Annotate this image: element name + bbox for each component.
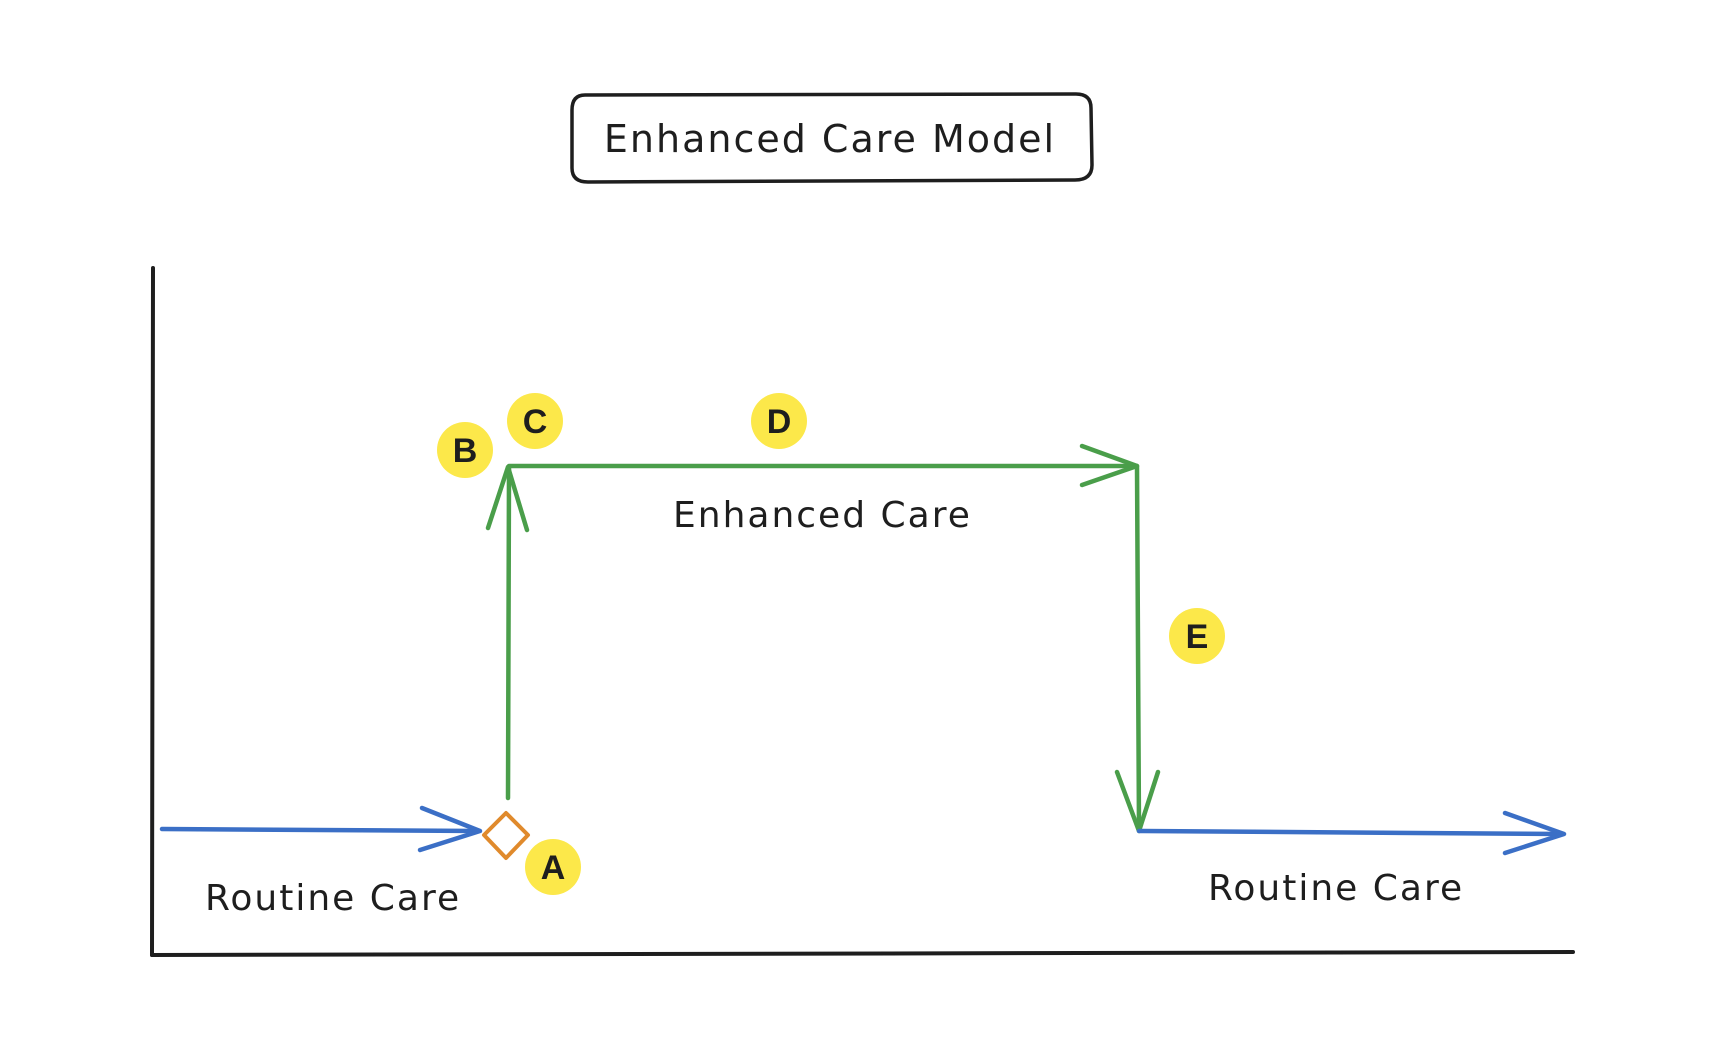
routine-care-right-label: Routine Care bbox=[1208, 868, 1464, 909]
de-escalation-arrow bbox=[1114, 463, 1161, 834]
decision-diamond bbox=[482, 811, 530, 860]
routine-care-left-arrow bbox=[159, 805, 483, 853]
x-axis bbox=[150, 950, 1575, 957]
marker-a-circle bbox=[525, 839, 581, 895]
title-box: Enhanced Care Model bbox=[570, 92, 1094, 184]
y-axis bbox=[150, 266, 155, 957]
title-box-border bbox=[570, 92, 1094, 184]
title-text: Enhanced Care Model bbox=[604, 117, 1056, 161]
escalation-arrow bbox=[485, 464, 530, 801]
marker-a: A bbox=[525, 839, 581, 895]
marker-c-circle bbox=[507, 393, 563, 449]
marker-b: B bbox=[437, 422, 493, 478]
marker-b-label: B bbox=[453, 432, 478, 470]
marker-a-label: A bbox=[541, 849, 566, 887]
marker-d: D bbox=[751, 393, 807, 449]
routine-care-right-arrow bbox=[1136, 810, 1567, 856]
marker-e-circle bbox=[1169, 608, 1225, 664]
marker-c-label: C bbox=[523, 403, 548, 441]
marker-b-circle bbox=[437, 422, 493, 478]
de-escalation-line bbox=[1134, 463, 1142, 833]
routine-right-arrowhead bbox=[1502, 810, 1567, 856]
escalation-line bbox=[505, 465, 512, 801]
routine-left-line bbox=[159, 826, 481, 834]
routine-left-arrowhead bbox=[417, 805, 483, 853]
enhanced-care-label: Enhanced Care bbox=[673, 495, 972, 536]
marker-e: E bbox=[1169, 608, 1225, 664]
axes bbox=[150, 266, 1575, 957]
marker-c: C bbox=[507, 393, 563, 449]
routine-care-left-label: Routine Care bbox=[205, 878, 461, 919]
marker-e-label: E bbox=[1186, 618, 1209, 656]
enhanced-care-arrow bbox=[506, 443, 1140, 488]
marker-d-circle bbox=[751, 393, 807, 449]
marker-d-label: D bbox=[767, 403, 792, 441]
routine-right-line bbox=[1136, 828, 1566, 837]
